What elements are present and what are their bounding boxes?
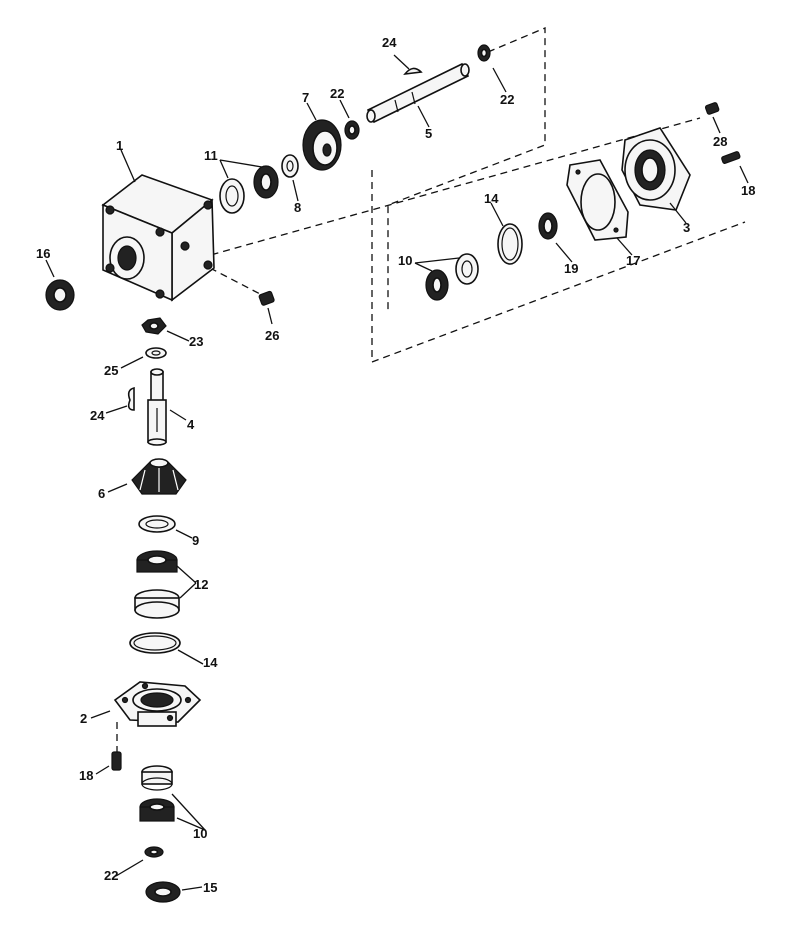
nut-22-bottom (144, 846, 164, 858)
seal-15 (145, 881, 181, 903)
callout-17: 17 (626, 253, 640, 268)
bearing-12 (134, 550, 180, 619)
ring-14-right (497, 223, 523, 265)
gear-7 (302, 119, 342, 171)
washer-9 (138, 515, 176, 533)
bearing-10-lower (139, 765, 175, 822)
callout-10-lower: 10 (193, 826, 207, 841)
callout-3: 3 (683, 220, 690, 235)
ring-14-left (129, 632, 181, 654)
callout-22-bottom: 22 (104, 868, 118, 883)
callout-6: 6 (98, 486, 105, 501)
plug-26 (258, 290, 275, 306)
bearing-cap-2 (113, 681, 202, 727)
callout-15: 15 (203, 880, 217, 895)
shaft-4 (147, 368, 167, 446)
leader-lines (45, 54, 749, 891)
nut-22-middle (344, 120, 360, 140)
callout-5: 5 (425, 126, 432, 141)
callout-24-left: 24 (90, 408, 105, 423)
key-24-top (403, 67, 423, 76)
callout-1: 1 (116, 138, 123, 153)
shaft-5 (366, 62, 470, 124)
key-24-left (127, 386, 135, 411)
bolt-18-right (721, 151, 741, 164)
callout-23: 23 (189, 334, 203, 349)
nut-22-top (477, 44, 491, 62)
plug-28 (704, 102, 720, 115)
washer-8 (281, 154, 299, 178)
callout-labels: 1 2 3 4 5 6 7 8 9 10 10 11 12 14 14 15 1… (36, 35, 755, 895)
callout-8: 8 (294, 200, 301, 215)
bearing-11 (219, 165, 279, 214)
bevel-gear-6 (131, 458, 187, 495)
gasket-17 (566, 159, 629, 241)
callout-14-right: 14 (484, 191, 499, 206)
callout-7: 7 (302, 90, 309, 105)
callout-24-top: 24 (382, 35, 397, 50)
callout-16: 16 (36, 246, 50, 261)
seal-19 (538, 212, 558, 240)
nut-23 (141, 317, 167, 335)
callout-11: 11 (204, 148, 218, 163)
assembly-dashed-lines (116, 27, 746, 752)
callout-22-middle: 22 (330, 86, 344, 101)
washer-25 (145, 347, 167, 359)
callout-4: 4 (187, 417, 195, 432)
callout-25: 25 (104, 363, 118, 378)
callout-10-right: 10 (398, 253, 412, 268)
bearing-10-right (425, 253, 479, 301)
seal-16 (45, 279, 75, 311)
gearbox-housing (101, 174, 215, 302)
callout-2: 2 (80, 711, 87, 726)
callout-9: 9 (192, 533, 199, 548)
callout-19: 19 (564, 261, 578, 276)
callout-22-top: 22 (500, 92, 514, 107)
callout-14-left: 14 (203, 655, 218, 670)
callout-28: 28 (713, 134, 727, 149)
bolt-18-left (111, 751, 122, 771)
callout-26: 26 (265, 328, 279, 343)
bearing-cap-3 (621, 127, 691, 211)
callout-18-right: 18 (741, 183, 755, 198)
callout-18-left: 18 (79, 768, 93, 783)
callout-12: 12 (194, 577, 208, 592)
